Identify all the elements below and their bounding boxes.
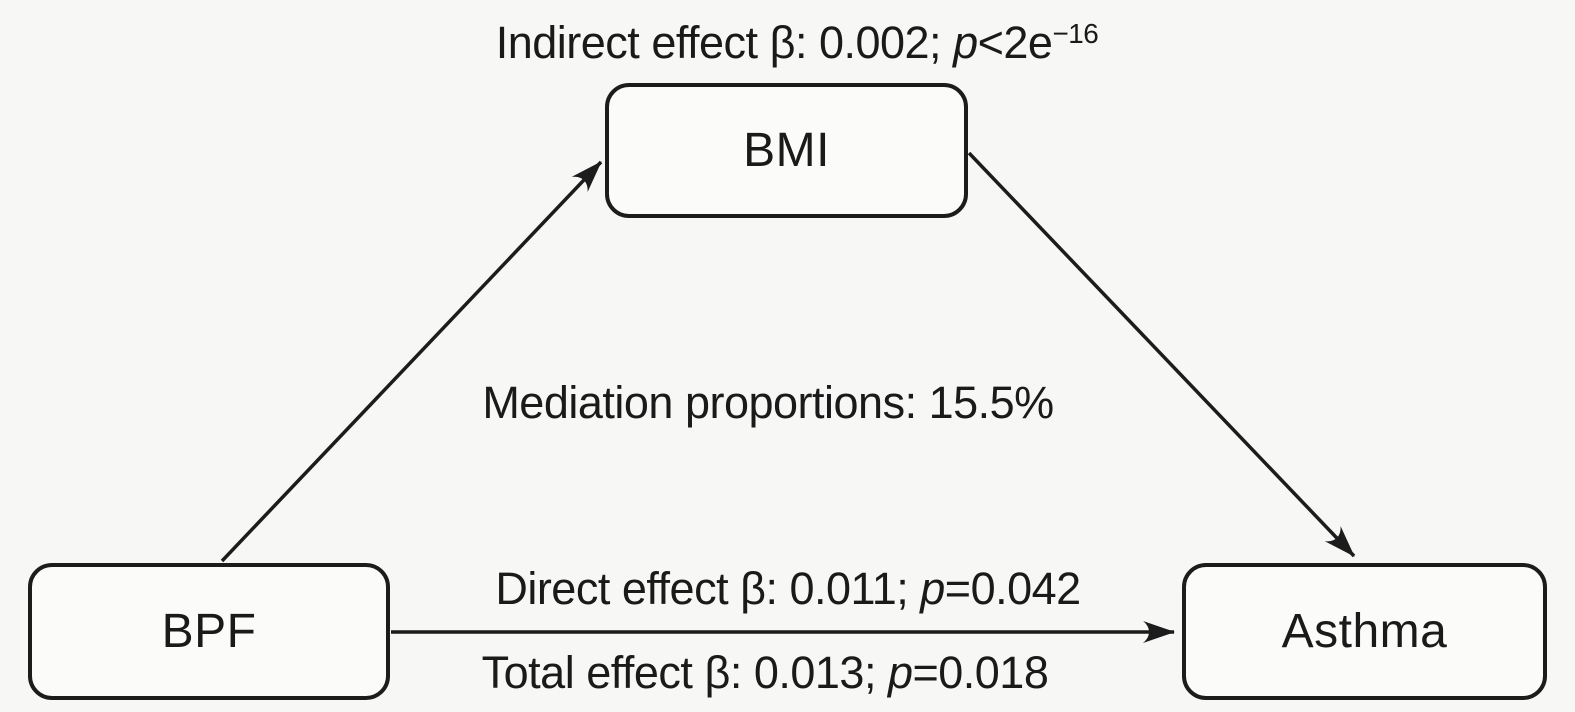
node-bmi-label: BMI: [743, 124, 830, 177]
node-asthma: Asthma: [1182, 563, 1547, 700]
direct-effect-label: Direct effect β: 0.011; p=0.042: [495, 563, 1081, 614]
arrow-bmi-to-asthma: [967, 151, 1356, 558]
direct-effect-text: Direct effect β: 0.011;: [495, 563, 921, 614]
indirect-effect-exponent: −16: [1052, 17, 1099, 49]
total-effect-label: Total effect β: 0.013; p=0.018: [482, 648, 1049, 698]
indirect-effect-p: p: [953, 17, 978, 68]
direct-effect-p: p: [920, 563, 945, 614]
total-effect-value: =0.018: [912, 647, 1049, 698]
total-effect-p: p: [887, 647, 913, 698]
node-bmi: BMI: [605, 83, 968, 218]
total-effect-text: Total effect β: 0.013;: [481, 647, 888, 698]
arrow-bpf-to-bmi: [220, 160, 603, 563]
indirect-effect-label: Indirect effect β: 0.002; p<2e−16: [496, 18, 1099, 68]
node-bpf-label: BPF: [161, 605, 257, 658]
mediation-proportion-label: Mediation proportions: 15.5%: [482, 377, 1054, 428]
node-bpf: BPF: [28, 563, 390, 700]
mediation-proportion-text: Mediation proportions: 15.5%: [482, 377, 1054, 428]
indirect-effect-value: <2e: [977, 17, 1053, 68]
direct-effect-value: =0.042: [944, 563, 1081, 614]
indirect-effect-text: Indirect effect β: 0.002;: [495, 17, 954, 68]
node-asthma-label: Asthma: [1281, 605, 1448, 658]
